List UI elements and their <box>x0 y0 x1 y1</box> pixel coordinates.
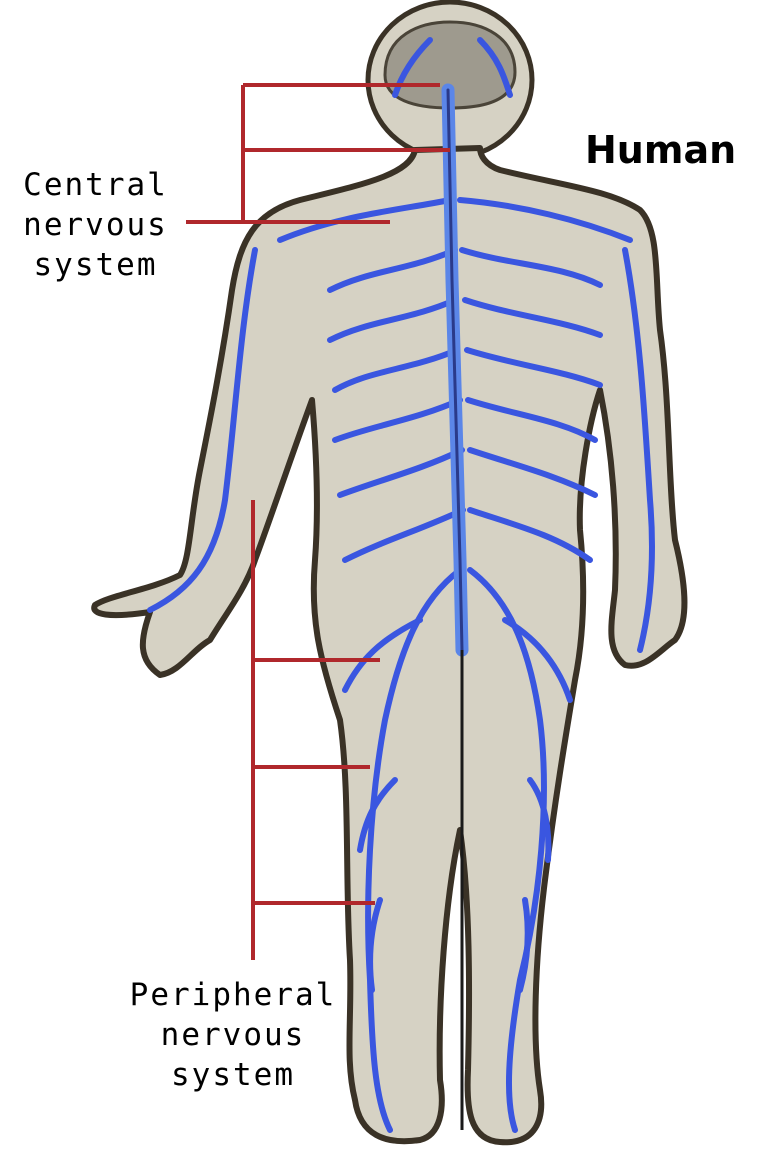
peripheral-label-line-2: nervous <box>118 1015 348 1055</box>
central-label-line-1: Central <box>8 165 183 205</box>
central-label-line-2: nervous <box>8 205 183 245</box>
diagram-title: Human <box>585 128 736 172</box>
central-label-line-3: system <box>8 245 183 285</box>
peripheral-label-line-3: system <box>118 1055 348 1095</box>
peripheral-nervous-system-label: Peripheral nervous system <box>118 975 348 1095</box>
peripheral-label-line-1: Peripheral <box>118 975 348 1015</box>
central-nervous-system-label: Central nervous system <box>8 165 183 285</box>
